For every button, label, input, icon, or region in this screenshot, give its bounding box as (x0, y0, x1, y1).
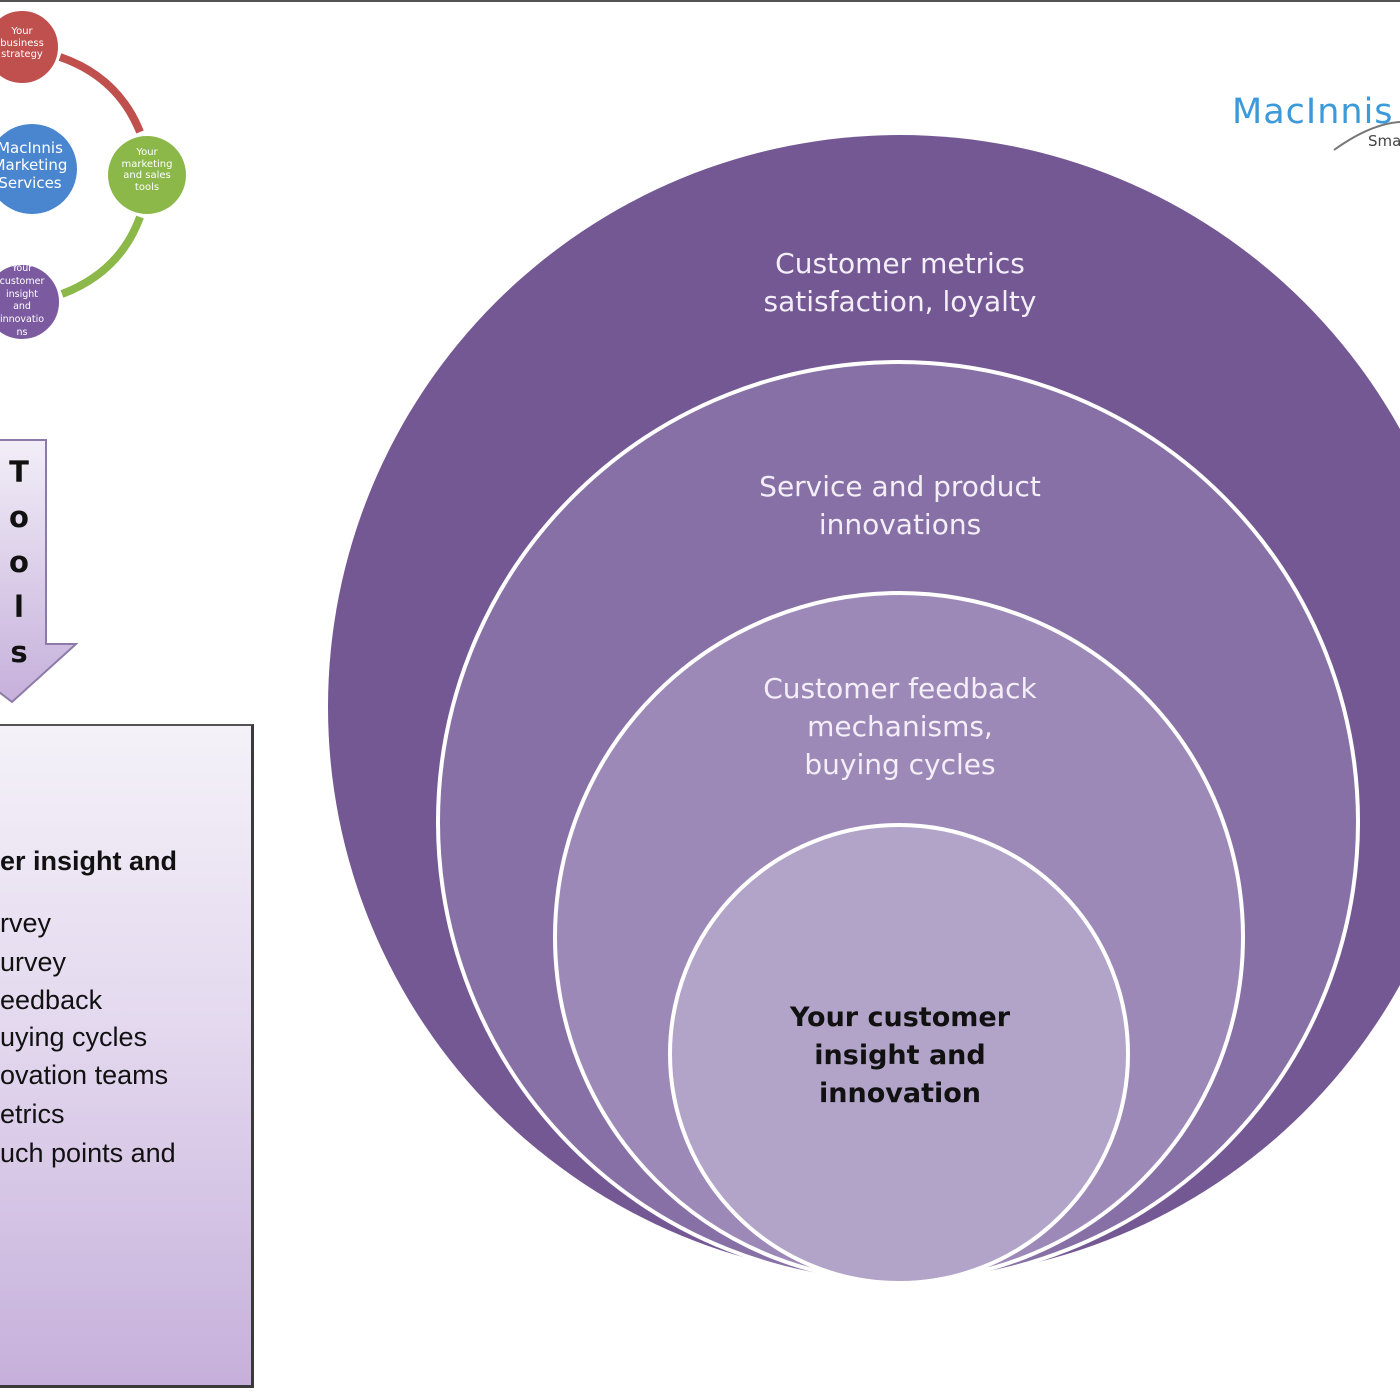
onion-core-label: Your customer insight and innovation (740, 999, 1060, 1112)
tool-list-item: ovation teams (0, 1060, 169, 1090)
onion-core-circle (668, 823, 1130, 1285)
cycle-label-services-line: Marketing (0, 156, 68, 175)
cycle-label-insight-line: Your (11, 263, 33, 274)
cycle-arc-green (60, 215, 144, 298)
cycle-label-strategy-line: Your (11, 26, 33, 37)
tool-list-item: eedback (0, 985, 103, 1015)
cycle-label-insight-line: and (13, 301, 31, 313)
tool-list-item: uch points and (0, 1138, 176, 1168)
onion-core-label-line: Your customer (789, 1002, 1011, 1033)
onion-outer-label-line: Customer metrics (775, 247, 1025, 280)
tools-arrow-letter: o (9, 545, 29, 579)
cycle-label-tools-line: and sales (123, 170, 171, 181)
tools-arrow-letter: o (9, 500, 29, 534)
onion-third-label: Customer feedback mechanisms, buying cyc… (700, 670, 1100, 783)
cycle-node-strategy (0, 9, 60, 85)
tools-arrow (0, 439, 79, 704)
macinnis-logo: MacInnis (1232, 92, 1394, 132)
cycle-label-insight-line: customer (0, 275, 45, 287)
onion-second-label-line: innovations (818, 507, 982, 541)
tools-arrow-label: T o o l s (0, 450, 38, 675)
onion-second-label: Service and product innovations (700, 468, 1100, 544)
cycle-node-insight (0, 263, 61, 341)
logo-tagline: Sma (1368, 132, 1400, 150)
logo-swoosh (1333, 121, 1400, 151)
cycle-label-tools-line: tools (134, 181, 160, 193)
cycle-arc-red (58, 53, 144, 134)
onion-core-label-line: insight and (814, 1039, 986, 1071)
tools-arrow-letter: s (10, 635, 28, 669)
onion-outer-label-line: satisfaction, loyalty (763, 284, 1037, 318)
tools-arrow-letter: l (14, 590, 24, 624)
cycle-label-strategy-line: business (0, 37, 44, 49)
cycle-label-tools-line: marketing (121, 158, 173, 170)
cycle-node-services (0, 124, 77, 214)
tools-arrow-letter: T (9, 455, 29, 489)
cycle-label-insight-line: insight (5, 288, 39, 300)
tool-list-item: rvey (0, 908, 52, 938)
cycle-label-tools-line: Your (136, 147, 158, 158)
onion-third-label-line: Customer feedback (763, 672, 1037, 705)
cycle-label-insight-line: innovatio (0, 314, 45, 326)
onion-third-label-line: mechanisms, (807, 709, 993, 743)
onion-outer-label: Customer metrics satisfaction, loyalty (700, 245, 1100, 321)
tool-list-heading: er insight and (0, 846, 178, 876)
cycle-label-services-line: MacInnis (0, 139, 63, 157)
cycle-node-tools (106, 134, 188, 216)
cycle-label-insight: Your customer insight and innovatio ns (0, 263, 52, 340)
tool-list-box: er insight and rvey urvey eedback uying … (0, 724, 254, 1388)
onion-core-label-line: innovation (819, 1077, 981, 1109)
tool-list-item: uying cycles (0, 1022, 148, 1052)
cycle-label-tools: Your marketing and sales tools (112, 147, 182, 193)
tool-list-item: etrics (0, 1099, 65, 1129)
onion-third-label-line: buying cycles (804, 747, 996, 781)
cycle-label-services-line: Services (0, 173, 62, 192)
cycle-label-services: MacInnis Marketing Services (0, 139, 80, 192)
cycle-label-strategy-line: strategy (1, 49, 43, 60)
tool-list-item: urvey (0, 947, 67, 977)
cycle-label-strategy: Your business strategy (0, 26, 52, 61)
onion-second-label-line: Service and product (759, 470, 1041, 503)
cycle-label-insight-line: ns (16, 327, 28, 339)
